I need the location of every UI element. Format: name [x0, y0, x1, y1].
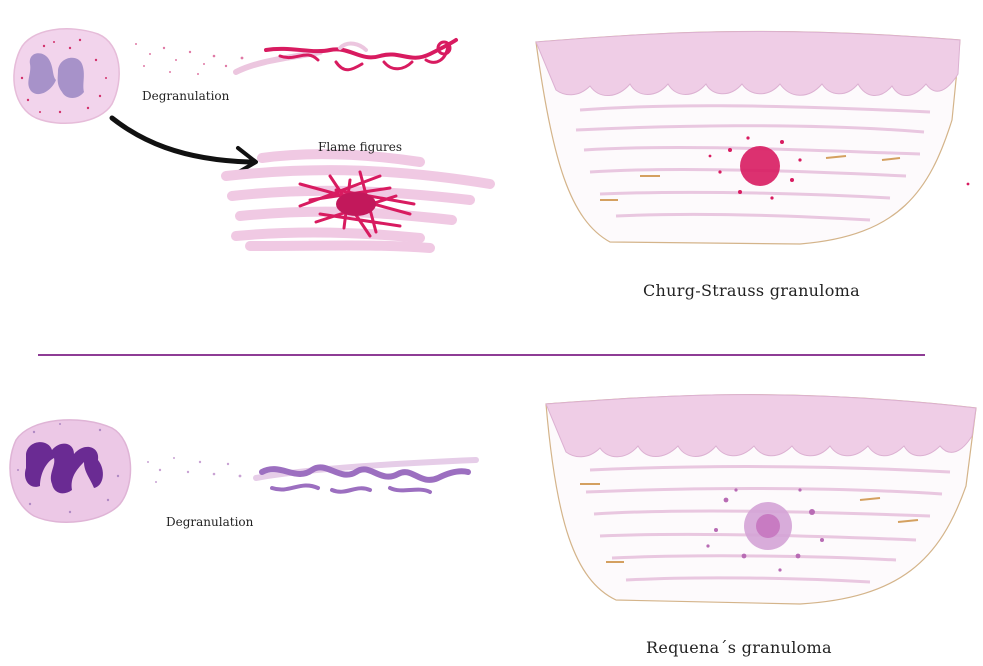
eosinophil-nucleus	[28, 53, 56, 95]
degranulation-dots-bottom	[147, 457, 242, 483]
cell-nucleus	[24, 442, 103, 494]
degranulation-label-top: Degranulation	[142, 89, 230, 103]
flame-figures	[221, 149, 495, 253]
requena-skin-section	[545, 394, 977, 605]
eosinophil-cell	[13, 28, 120, 124]
arrow	[109, 115, 258, 178]
granule-cell-bottom	[9, 419, 132, 523]
churg-strauss-title: Churg-Strauss granuloma	[643, 281, 860, 300]
section-divider	[38, 354, 925, 356]
granule-chain-top	[233, 38, 458, 75]
granule-chain-bottom	[253, 457, 479, 494]
degranulation-dots-top	[135, 43, 244, 75]
requena-title: Requena´s granuloma	[646, 638, 832, 657]
churg-strauss-skin-section	[535, 30, 970, 245]
flame-figures-label: Flame figures	[318, 140, 403, 154]
degranulation-label-bottom: Degranulation	[166, 515, 254, 529]
